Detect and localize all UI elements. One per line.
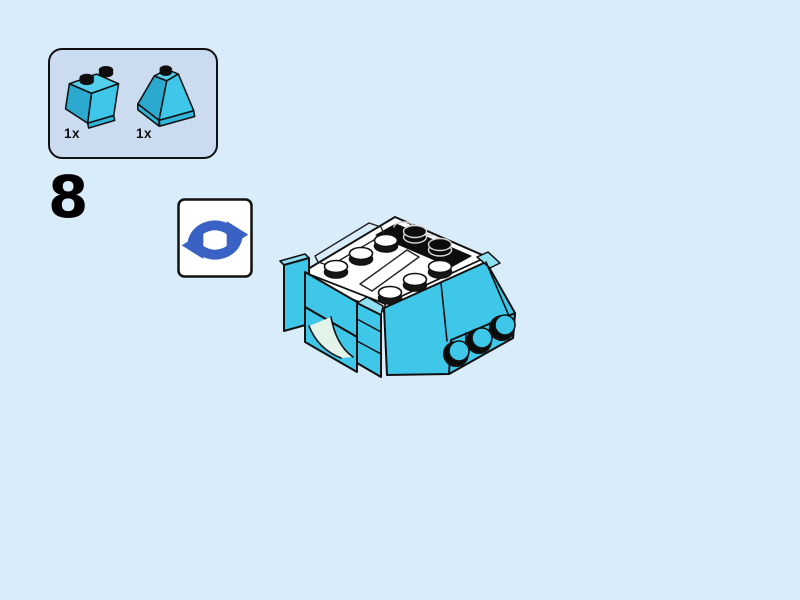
rotate-model-icon xyxy=(177,198,253,278)
slope-brick-2x2-icon xyxy=(64,66,120,129)
left-assembly xyxy=(279,253,384,378)
step-number: 8 xyxy=(48,163,89,231)
slope-assembly xyxy=(383,251,516,376)
part-quantity-label: 1x xyxy=(136,126,153,141)
parts-callout-box: 1x 1x xyxy=(48,48,218,159)
model-illustration xyxy=(279,216,516,378)
rotate-arrows xyxy=(181,220,249,260)
rotate-indicator xyxy=(177,198,253,278)
stud xyxy=(159,65,173,77)
corner-slope-top-bevel xyxy=(476,251,501,269)
part-quantity-label: 1x xyxy=(64,126,81,141)
parts-illustration xyxy=(64,65,196,129)
column-face xyxy=(356,302,382,378)
side-studs xyxy=(443,314,516,367)
corner-slope-brick-2x2-icon xyxy=(137,65,196,127)
white-studs xyxy=(323,233,453,305)
black-studs xyxy=(402,224,453,257)
stud xyxy=(79,66,114,86)
arch-underside xyxy=(309,317,353,358)
